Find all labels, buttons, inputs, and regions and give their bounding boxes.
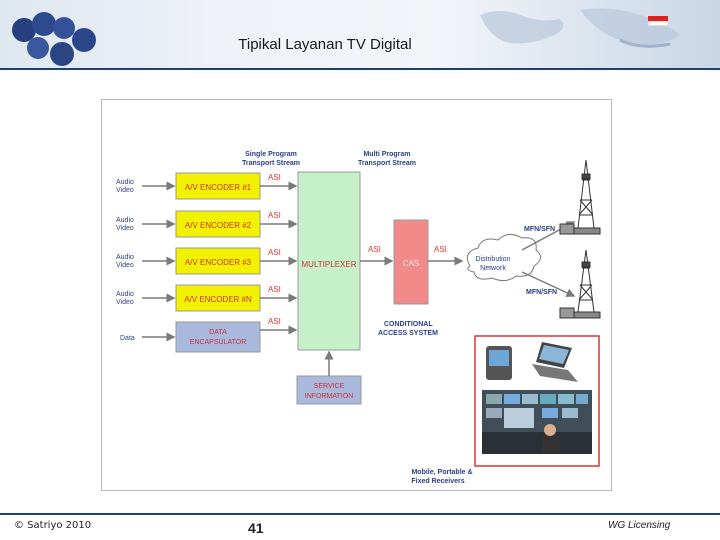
- multi-program-heading: Multi Program: [363, 151, 410, 158]
- mobile-phone-icon: [486, 346, 512, 380]
- copyright-text: © Satriyo 2010: [14, 520, 92, 531]
- multiplexer-label: MULTIPLEXER: [302, 260, 357, 269]
- mfn-sfn-label-top: MFN/SFN: [524, 226, 555, 233]
- encoder-row-3: Audio Video A/V ENCODER #3: [116, 247, 261, 275]
- multi-program-heading-2: Transport Stream: [358, 160, 416, 167]
- encoder-row-n: Audio Video A/V ENCODER #N: [116, 284, 261, 312]
- world-map-decoration: [480, 8, 680, 48]
- transmitter-tower-icon: [559, 159, 601, 235]
- asi-label: ASI: [368, 245, 381, 254]
- encoder-row-2: Audio Video A/V ENCODER #2: [116, 210, 261, 238]
- page-title: Tipikal Layanan TV Digital: [238, 36, 412, 53]
- mfn-sfn-label-bottom: MFN/SFN: [526, 289, 557, 296]
- single-program-heading-2: Transport Stream: [242, 160, 300, 167]
- av-encoder-3-box: [175, 247, 261, 275]
- data-input-label: Data: [120, 335, 135, 342]
- input-audio-label: Audio: [116, 179, 134, 186]
- asi-label: ASI: [268, 317, 281, 326]
- av-encoder-1-box: [175, 172, 261, 200]
- input-video-label: Video: [116, 299, 134, 306]
- cas-label: CAS: [403, 259, 419, 268]
- multiplexer-box: [297, 171, 361, 351]
- control-room-photo: [482, 390, 592, 454]
- footer-right-text: WG Licensing: [608, 520, 671, 531]
- asi-label: ASI: [434, 245, 447, 254]
- cas-box: [393, 219, 429, 305]
- input-audio-label: Audio: [116, 254, 134, 261]
- receivers-label-1: Mobile, Portable &: [411, 469, 472, 476]
- encoder-row-1: Audio Video A/V ENCODER #1: [116, 172, 261, 200]
- digital-tv-diagram: Single Program Transport Stream Multi Pr…: [116, 151, 601, 485]
- data-encapsulator-label-1: DATA: [209, 329, 227, 336]
- indonesia-flag-icon: [648, 16, 668, 26]
- distribution-label-1: Distribution: [475, 256, 510, 263]
- av-encoder-2-label: A/V ENCODER #2: [185, 221, 252, 230]
- asi-label: ASI: [268, 173, 281, 182]
- av-encoder-1-label: A/V ENCODER #1: [185, 183, 252, 192]
- input-video-label: Video: [116, 187, 134, 194]
- asi-label: ASI: [268, 248, 281, 257]
- header-divider: [0, 68, 720, 70]
- conditional-access-label-1: CONDITIONAL: [384, 321, 433, 328]
- av-encoder-3-label: A/V ENCODER #3: [185, 258, 252, 267]
- service-information-label-2: INFORMATION: [305, 393, 353, 400]
- data-encapsulator-label-2: ENCAPSULATOR: [190, 339, 247, 346]
- data-encapsulator-box: [175, 321, 261, 353]
- transmitter-tower-icon: [559, 249, 601, 319]
- asi-label: ASI: [268, 211, 281, 220]
- input-video-label: Video: [116, 225, 134, 232]
- asi-label: ASI: [268, 285, 281, 294]
- input-video-label: Video: [116, 262, 134, 269]
- header-banner: [0, 0, 720, 68]
- single-program-heading: Single Program: [245, 151, 297, 158]
- laptop-icon: [532, 342, 578, 382]
- conditional-access-label-2: ACCESS SYSTEM: [378, 330, 438, 337]
- footer-divider: [0, 513, 720, 515]
- globe-spheres-logo: [12, 12, 96, 66]
- av-encoder-n-label: A/V ENCODER #N: [184, 295, 252, 304]
- distribution-network-cloud: [466, 234, 541, 282]
- input-audio-label: Audio: [116, 291, 134, 298]
- service-information-label-1: SERVICE: [314, 383, 345, 390]
- receivers-label-2: Fixed Receivers: [411, 478, 464, 485]
- asi-links: ASI ASI ASI ASI ASI: [260, 173, 298, 335]
- input-audio-label: Audio: [116, 217, 134, 224]
- distribution-label-2: Network: [480, 265, 506, 272]
- page-number: 41: [248, 520, 264, 536]
- service-information-box: [296, 375, 362, 405]
- diagram-frame: Single Program Transport Stream Multi Pr…: [101, 99, 612, 491]
